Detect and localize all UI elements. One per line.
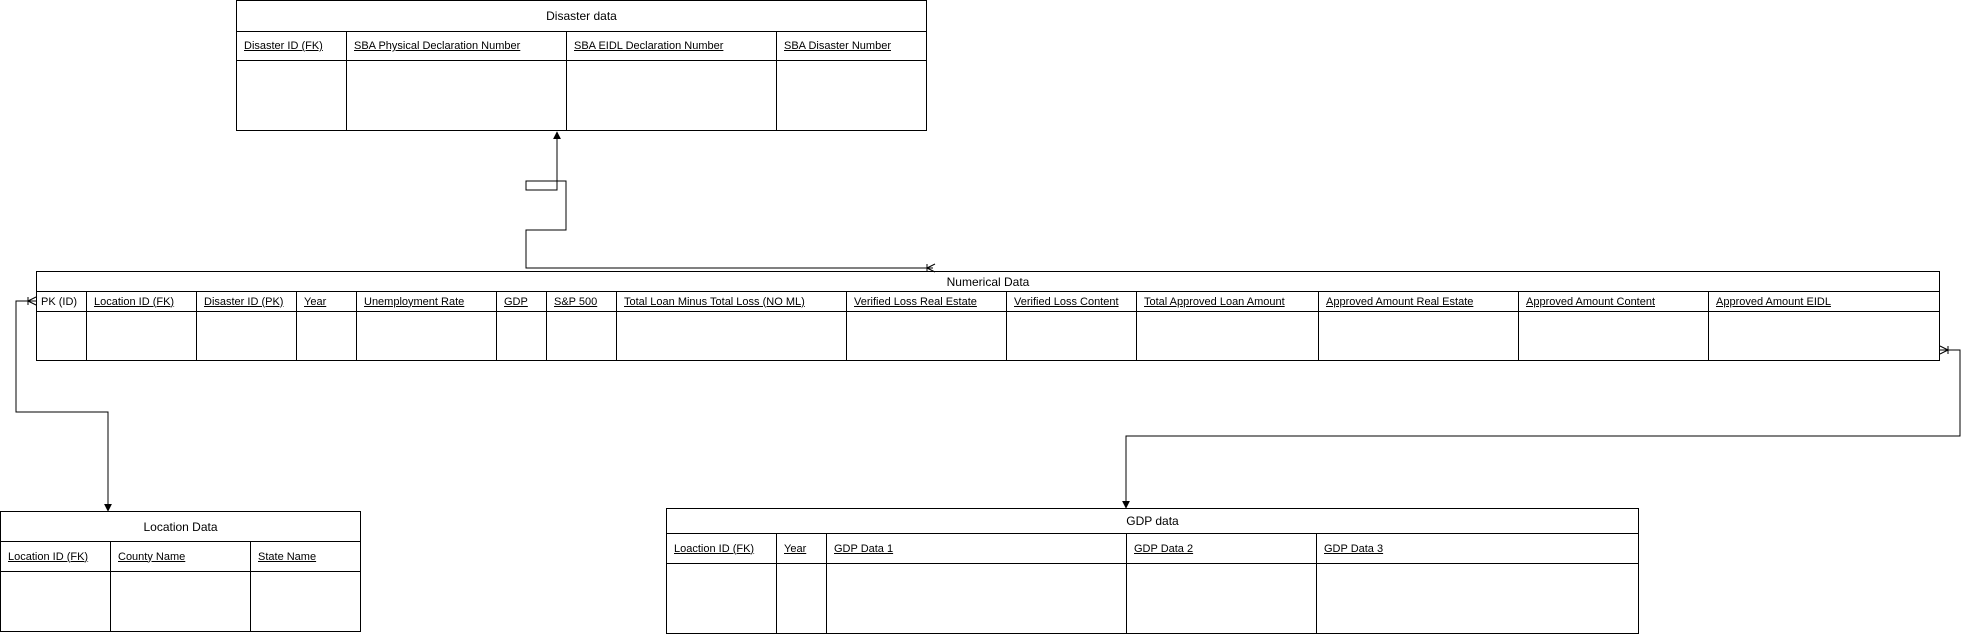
column-divider [776,534,777,633]
location-data-table[interactable]: Location Data Location ID (FK) County Na… [0,511,361,632]
header-row: Disaster ID (FK) SBA Physical Declaratio… [237,32,926,61]
column-header: Verified Loss Real Estate [854,295,977,308]
table-title: Numerical Data [37,272,1939,292]
column-header: Unemployment Rate [364,295,465,308]
column-header: Year [304,295,327,308]
disaster-data-table[interactable]: Disaster data Disaster ID (FK) SBA Physi… [236,0,927,131]
gdp-data-table[interactable]: GDP data Loaction ID (FK) Year GDP Data … [666,508,1639,634]
connector-numerical-to-location[interactable] [15,300,112,512]
column-header: Disaster ID (PK) [204,295,284,308]
column-divider [296,292,297,360]
column-header: GDP Data 1 [834,542,894,555]
column-header: Total Loan Minus Total Loss (NO ML) [624,295,805,308]
column-header: S&P 500 [554,295,598,308]
column-divider [250,542,251,631]
column-header: SBA Physical Declaration Number [354,40,521,52]
column-header: Year [784,542,807,555]
crows-foot-icon [926,263,936,273]
column-divider [546,292,547,360]
crows-foot-icon [27,296,37,306]
connector-numerical-to-disaster[interactable] [525,131,933,269]
header-row: PK (ID) Location ID (FK) Disaster ID (PK… [37,292,1939,312]
column-divider [110,542,111,631]
column-header: Disaster ID (FK) [244,40,323,52]
column-header: State Name [258,550,317,563]
crows-foot-icon [1939,345,1949,355]
column-divider [616,292,617,360]
column-header: PK (ID) [41,295,78,308]
column-divider [776,32,777,130]
column-header: Location ID (FK) [94,295,175,308]
column-divider [86,292,87,360]
table-title: Location Data [1,512,360,542]
column-header: GDP Data 2 [1134,542,1194,555]
column-header: Location ID (FK) [8,550,89,563]
column-divider [1708,292,1709,360]
column-divider [1136,292,1137,360]
column-divider [496,292,497,360]
numerical-data-table[interactable]: Numerical Data PK (ID) Location ID (FK) … [36,271,1940,361]
column-header: Approved Amount Content [1526,295,1656,308]
column-header: Total Approved Loan Amount [1144,295,1285,308]
column-divider [1318,292,1319,360]
header-row: Loaction ID (FK) Year GDP Data 1 GDP Dat… [667,534,1638,564]
column-divider [346,32,347,130]
table-title: GDP data [667,509,1638,534]
column-divider [1316,534,1317,633]
column-header: SBA EIDL Declaration Number [574,40,724,52]
column-divider [356,292,357,360]
column-header: Loaction ID (FK) [674,542,755,555]
column-divider [566,32,567,130]
column-divider [826,534,827,633]
column-header: GDP [504,295,528,308]
column-divider [1126,534,1127,633]
column-header: Approved Amount EIDL [1716,295,1831,308]
column-header: SBA Disaster Number [784,40,891,52]
table-title: Disaster data [237,1,926,32]
column-header: GDP Data 3 [1324,542,1384,555]
column-divider [846,292,847,360]
column-divider [1006,292,1007,360]
column-header: County Name [118,550,186,563]
column-header: Verified Loss Content [1014,295,1119,308]
column-divider [196,292,197,360]
header-row: Location ID (FK) County Name State Name [1,542,360,572]
column-divider [1518,292,1519,360]
connector-numerical-to-gdp[interactable] [1122,349,1961,509]
column-header: Approved Amount Real Estate [1326,295,1474,308]
